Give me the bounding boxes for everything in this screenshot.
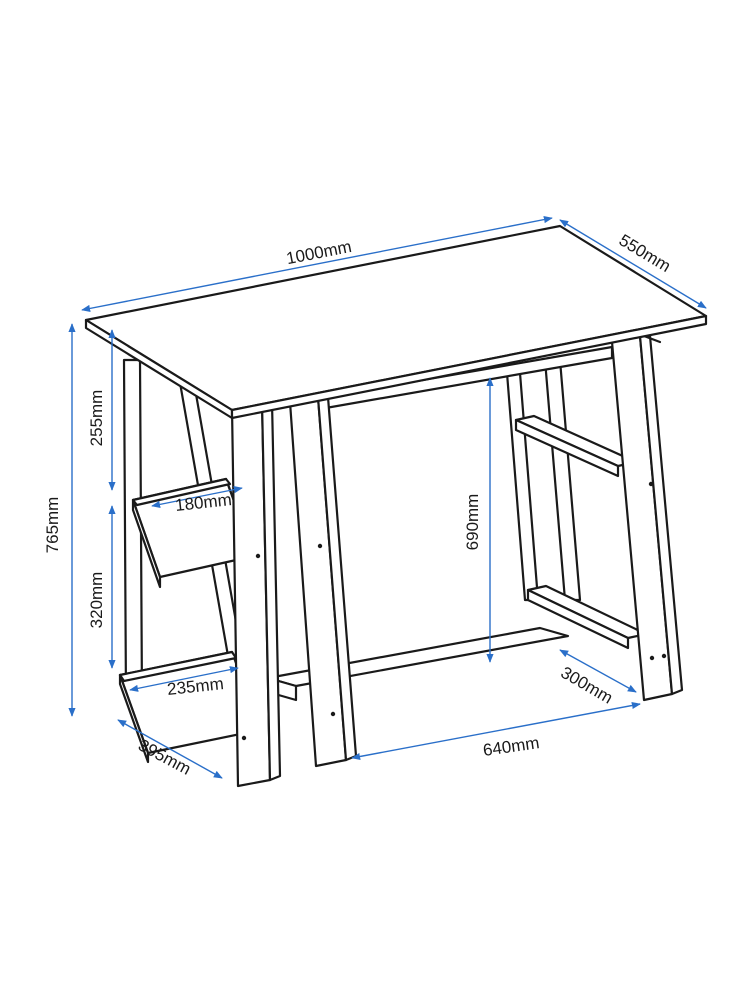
right-lower-shelf-label: 300mm [557, 663, 616, 708]
clear-height-label: 690mm [463, 494, 482, 551]
lower-gap-label: 320mm [87, 572, 106, 629]
left-front-trestle [230, 400, 282, 788]
inner-width-label: 640mm [482, 733, 541, 760]
screw-hole [330, 711, 336, 717]
total-height-label: 765mm [43, 497, 62, 554]
screw-hole [317, 543, 323, 549]
right-front-trestle [610, 334, 684, 702]
screw-hole [255, 553, 261, 559]
screw-hole [649, 655, 655, 661]
screw-hole [661, 653, 667, 659]
dimension-lines [68, 216, 707, 779]
back-right-trestle [505, 358, 582, 602]
right-upper-shelf [514, 414, 638, 478]
upper-gap-label: 255mm [87, 390, 106, 447]
center-front-trestle [288, 395, 358, 768]
screw-hole [648, 481, 654, 487]
screw-hole [241, 735, 247, 741]
